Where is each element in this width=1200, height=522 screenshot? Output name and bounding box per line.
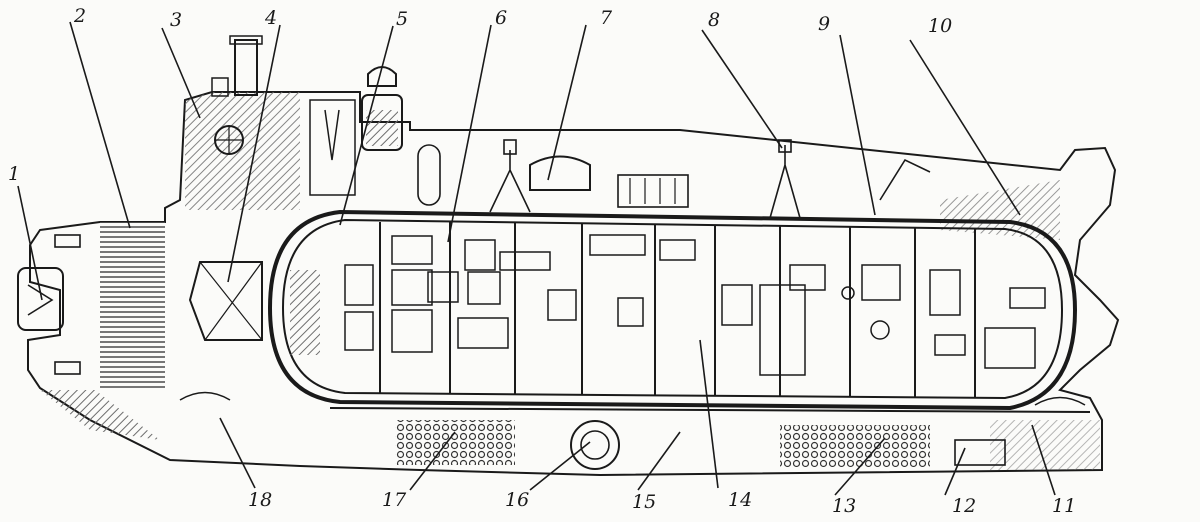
label-18: 18	[248, 489, 272, 511]
outer-hull	[27, 91, 1120, 477]
label-10: 10	[928, 15, 952, 37]
label-13: 13	[832, 495, 856, 517]
keel-section	[179, 391, 1091, 470]
label-3: 3	[170, 9, 182, 31]
label-6: 6	[495, 7, 507, 29]
deck-equipment	[417, 139, 931, 219]
callouts: 1 2 3 4 5 6 7 8 9 10 11 12 13 14 15 16 1…	[8, 5, 1076, 517]
label-4: 4	[264, 7, 277, 29]
label-16: 16	[505, 489, 529, 511]
label-5: 5	[396, 8, 408, 30]
label-9: 9	[818, 13, 830, 35]
label-8: 8	[708, 9, 720, 31]
label-7: 7	[600, 7, 613, 29]
label-11: 11	[1052, 495, 1076, 517]
conning-tower	[211, 35, 403, 196]
hatch-cross	[199, 261, 263, 341]
label-2: 2	[73, 5, 86, 27]
label-14: 14	[728, 489, 752, 511]
hatch-window	[188, 261, 263, 341]
label-12: 12	[952, 495, 976, 517]
label-17: 17	[382, 489, 407, 511]
label-1: 1	[8, 163, 20, 185]
label-15: 15	[632, 491, 656, 513]
pressure-hull	[267, 209, 1078, 411]
propeller	[17, 234, 81, 375]
